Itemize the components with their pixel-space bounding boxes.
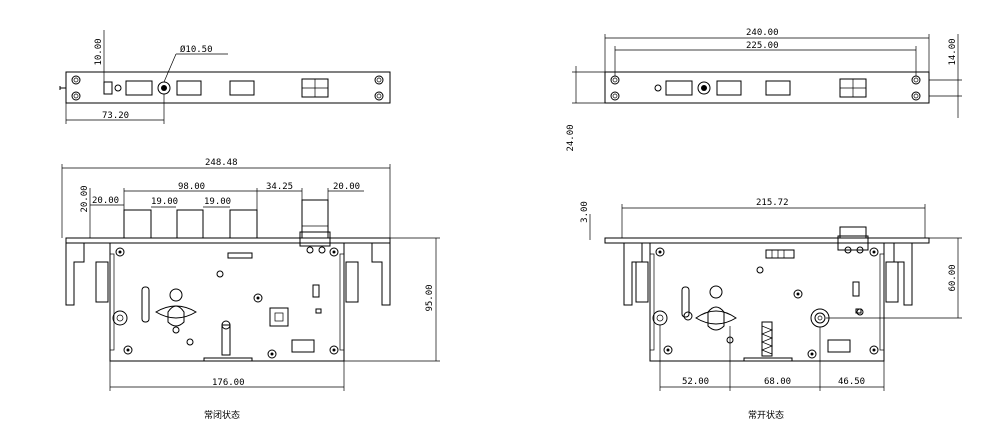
closed-gap-a-dim: 19.00 bbox=[151, 197, 178, 207]
open-top-inner-dim: 225.00 bbox=[746, 41, 779, 51]
closed-latch-width-dim: 20.00 bbox=[333, 182, 360, 192]
open-d1-dim: 52.00 bbox=[682, 377, 709, 387]
closed-state-caption: 常闭状态 bbox=[204, 409, 240, 421]
closed-top-view: 10.00 Ø10.50 73.20 bbox=[59, 30, 391, 124]
open-d3-dim: 46.50 bbox=[838, 377, 865, 387]
open-height-dim: 60.00 bbox=[948, 264, 958, 291]
closed-offset-mid-dim: 34.25 bbox=[266, 182, 293, 192]
open-d2-dim: 68.00 bbox=[764, 377, 791, 387]
closed-total-width-dim: 248.48 bbox=[205, 158, 238, 168]
closed-gap-b-dim: 19.00 bbox=[204, 197, 231, 207]
closed-left-gap-dim: 20.00 bbox=[92, 196, 119, 206]
open-top-outer-dim: 240.00 bbox=[746, 28, 779, 38]
open-state-caption: 常开状态 bbox=[748, 409, 784, 421]
closed-top-offset-dim: 73.20 bbox=[102, 111, 129, 121]
open-top-height-dim: 24.00 bbox=[566, 124, 576, 151]
closed-side-height-dim: 20.00 bbox=[80, 185, 90, 212]
open-width-dim: 215.72 bbox=[756, 198, 789, 208]
closed-span-dim: 98.00 bbox=[178, 182, 205, 192]
open-plate-gap-dim: 3.00 bbox=[580, 201, 590, 223]
closed-top-height-dim: 10.00 bbox=[94, 38, 104, 65]
open-top-view: 240.00 225.00 24.00 14.00 bbox=[566, 28, 962, 152]
closed-body-width-dim: 176.00 bbox=[212, 378, 245, 388]
open-top-right-height-dim: 14.00 bbox=[948, 38, 958, 65]
open-front-view: 3.00 215.72 bbox=[580, 198, 962, 391]
closed-front-view: 248.48 20.00 20.00 98.00 19.00 19.00 34.… bbox=[61, 158, 440, 391]
closed-body-height-dim: 95.00 bbox=[425, 284, 435, 311]
closed-hole-diameter-dim: Ø10.50 bbox=[180, 44, 213, 55]
